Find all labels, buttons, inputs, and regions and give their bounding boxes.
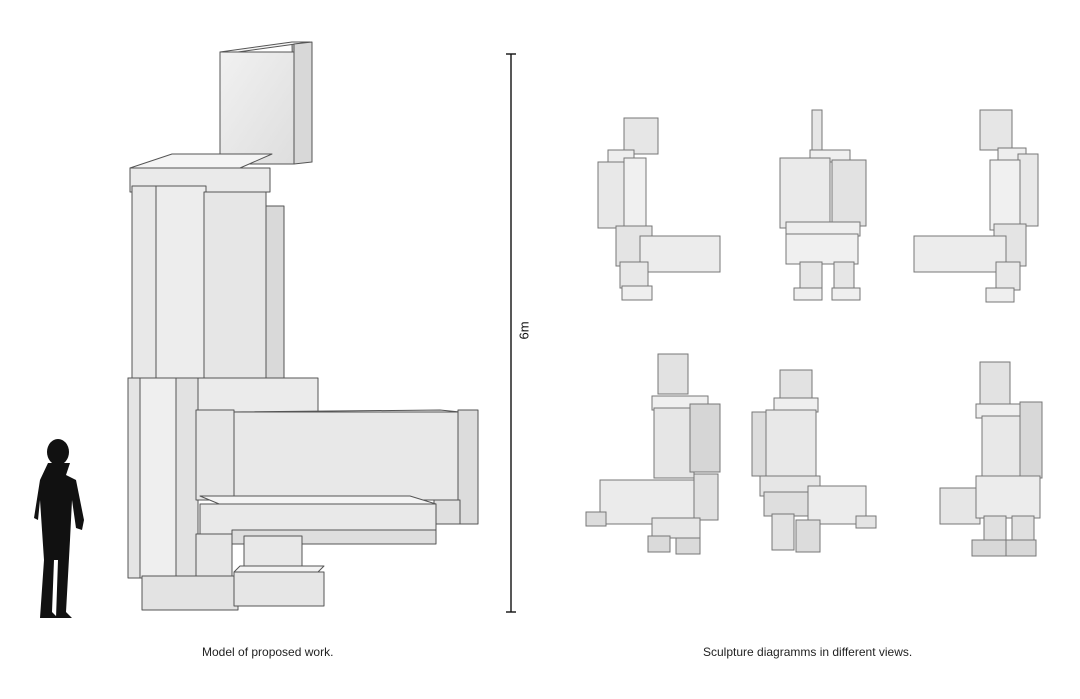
lower-leg-left [195, 533, 233, 579]
foot-right [233, 571, 325, 607]
torso-column-4 [265, 205, 285, 379]
head-block [219, 51, 295, 165]
model-caption: Model of proposed work. [202, 645, 334, 659]
back-side-view [913, 109, 1039, 303]
foot-right-top [233, 565, 325, 573]
foot-left [141, 575, 239, 611]
front-side-view [597, 117, 721, 301]
iso-view-left [585, 353, 721, 555]
sculpture-model [127, 41, 479, 611]
front-view [779, 109, 867, 301]
scale-bar [506, 53, 516, 613]
thigh-box-under [433, 499, 461, 525]
head-block-right-face [293, 41, 313, 165]
shin-box [199, 503, 437, 535]
lower-leg-right [243, 535, 303, 567]
human-silhouette-icon [34, 439, 84, 618]
torso-column-3 [203, 191, 267, 379]
leg-column-mid [175, 377, 199, 579]
torso-column-2 [155, 185, 207, 379]
leg-column-left [139, 377, 179, 579]
iso-view-center [751, 369, 877, 553]
scale-label: 6m [516, 321, 532, 340]
thigh-box-end [457, 409, 479, 525]
iso-view-right [939, 361, 1043, 557]
knee-block [195, 409, 235, 501]
thigh-box [231, 411, 461, 501]
diagrams-caption: Sculpture diagramms in different views. [703, 645, 913, 659]
shoulder-slab-top [129, 153, 273, 169]
